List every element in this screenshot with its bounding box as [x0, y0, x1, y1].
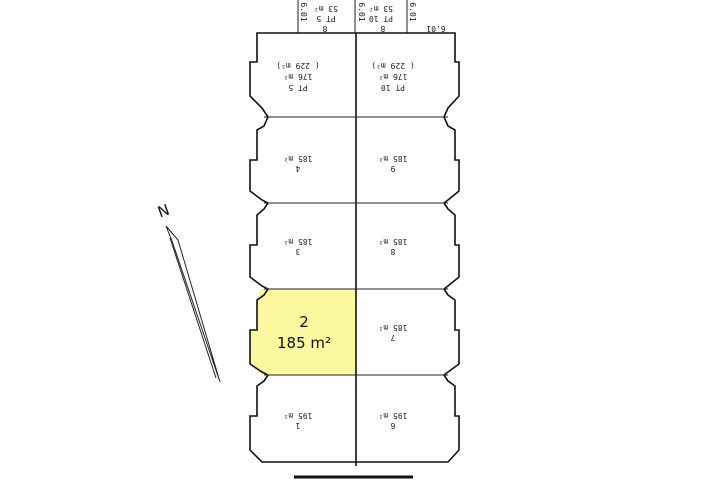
svg-text:6.01: 6.01 [408, 2, 417, 21]
svg-text:185 m²: 185 m² [284, 237, 313, 246]
lot-6: 6 195 m² [379, 411, 408, 430]
dimensions: 8 8 6.01 6.01 6.01 6.01 [299, 2, 446, 33]
lot-pt10: PT 10 176 m² ( 229 m²) [371, 61, 414, 92]
svg-text:4: 4 [295, 164, 300, 173]
svg-text:PT 5: PT 5 [288, 83, 307, 92]
svg-text:176 m²: 176 m² [284, 72, 313, 81]
upper-lot-pt10: PT 10 53 m² [369, 4, 393, 23]
upper-strips [297, 0, 408, 33]
lot-3: 3 185 m² [284, 237, 313, 256]
svg-text:PT 10: PT 10 [369, 14, 393, 23]
svg-text:185 m²: 185 m² [379, 154, 408, 163]
lot-pt5: PT 5 176 m² ( 229 m²) [276, 61, 319, 92]
svg-text:1: 1 [295, 421, 300, 430]
lot-2-highlight [250, 289, 356, 375]
svg-text:8: 8 [380, 24, 385, 33]
svg-text:185 m²: 185 m² [277, 334, 331, 352]
svg-text:176 m²: 176 m² [379, 72, 408, 81]
svg-text:8: 8 [390, 247, 395, 256]
north-arrow-icon: N [155, 201, 221, 383]
svg-text:185 m²: 185 m² [379, 237, 408, 246]
upper-lot-pt5: PT 5 53 m² [314, 4, 338, 23]
building-outline [249, 32, 460, 466]
lot-7: 7 185 m² [379, 323, 408, 342]
lot-2: 2 185 m² [277, 313, 331, 352]
svg-text:2: 2 [299, 313, 309, 331]
svg-text:53 m²: 53 m² [369, 4, 393, 13]
svg-text:PT 5: PT 5 [316, 14, 335, 23]
svg-text:6: 6 [390, 421, 395, 430]
lot-1: 1 195 m² [284, 411, 313, 430]
svg-text:6.01: 6.01 [299, 2, 308, 21]
svg-text:6.01: 6.01 [357, 2, 366, 21]
svg-text:6.01: 6.01 [426, 24, 445, 33]
lot-4: 4 185 m² [284, 154, 313, 173]
svg-text:53 m²: 53 m² [314, 4, 338, 13]
svg-text:7: 7 [390, 333, 395, 342]
svg-text:185 m²: 185 m² [379, 323, 408, 332]
svg-text:N: N [155, 201, 172, 222]
svg-text:3: 3 [295, 247, 300, 256]
svg-text:195 m²: 195 m² [379, 411, 408, 420]
svg-text:( 229 m²): ( 229 m²) [276, 61, 319, 70]
svg-text:PT 10: PT 10 [381, 83, 405, 92]
svg-text:185 m²: 185 m² [284, 154, 313, 163]
svg-text:8: 8 [322, 24, 327, 33]
svg-text:195 m²: 195 m² [284, 411, 313, 420]
lot-8: 8 185 m² [379, 237, 408, 256]
svg-text:( 229 m²): ( 229 m²) [371, 61, 414, 70]
svg-text:9: 9 [390, 164, 395, 173]
lot-9: 9 185 m² [379, 154, 408, 173]
